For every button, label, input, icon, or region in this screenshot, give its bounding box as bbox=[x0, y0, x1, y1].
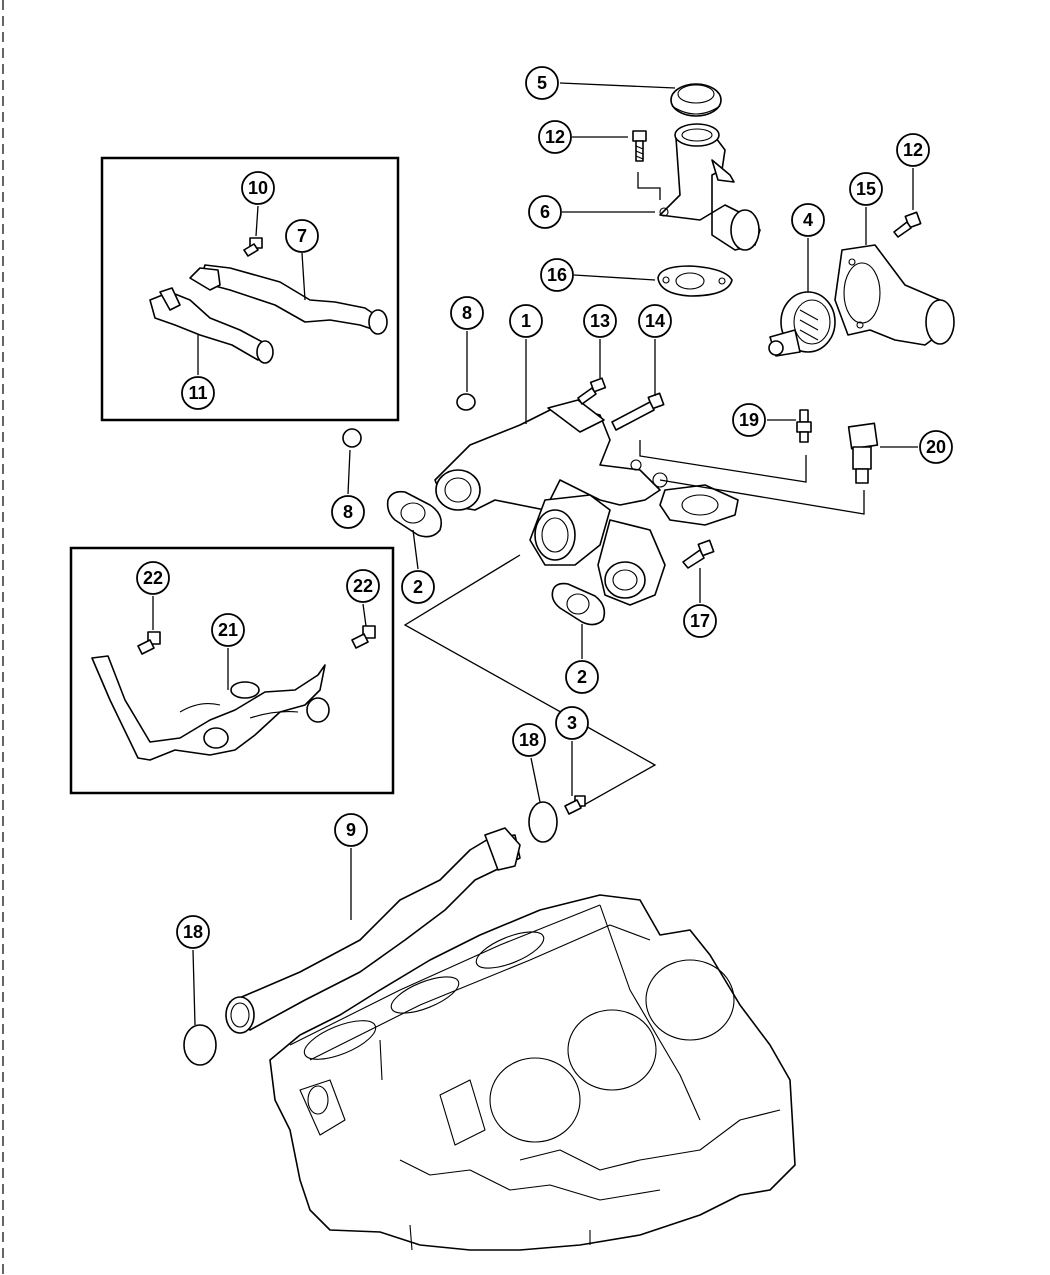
sensor-drawing-20 bbox=[847, 422, 879, 484]
bracket-drawing-21 bbox=[91, 655, 330, 761]
callout-12b: 12 bbox=[896, 133, 930, 167]
bolt-drawing-10 bbox=[243, 237, 263, 257]
thermostat-housing-drawing bbox=[834, 244, 955, 346]
bolt-drawing-12b bbox=[893, 211, 922, 238]
callout-label-8a: 8 bbox=[462, 303, 472, 323]
callout-11: 11 bbox=[181, 376, 215, 410]
callout-21: 21 bbox=[211, 613, 245, 647]
callout-label-6: 6 bbox=[540, 202, 550, 222]
callout-8b: 8 bbox=[331, 495, 365, 529]
callout-5: 5 bbox=[525, 66, 559, 100]
water-pipe-drawing-9 bbox=[225, 827, 521, 1034]
bolt-drawing-12a bbox=[632, 130, 647, 162]
callout-19: 19 bbox=[732, 403, 766, 437]
callout-label-22a: 22 bbox=[143, 568, 163, 588]
sensor-drawing-19 bbox=[796, 409, 812, 443]
callout-18a: 18 bbox=[512, 723, 546, 757]
engine-block-drawing bbox=[269, 894, 796, 1251]
callout-label-4: 4 bbox=[803, 210, 813, 230]
o-ring-drawing-8a bbox=[456, 393, 476, 411]
leader-lines bbox=[152, 82, 918, 1026]
callout-1: 1 bbox=[509, 304, 543, 338]
water-manifold-drawing bbox=[434, 399, 739, 606]
callout-7: 7 bbox=[285, 219, 319, 253]
thermostat-drawing bbox=[768, 291, 836, 357]
bolt-drawing-13 bbox=[577, 377, 607, 405]
callout-22b: 22 bbox=[346, 569, 380, 603]
callout-label-13: 13 bbox=[590, 311, 610, 331]
callout-label-11: 11 bbox=[188, 383, 207, 403]
callout-2a: 2 bbox=[401, 570, 435, 604]
callout-label-2a: 2 bbox=[413, 577, 423, 597]
tube-drawing-7 bbox=[189, 264, 388, 335]
callout-20: 20 bbox=[919, 430, 953, 464]
callout-3: 3 bbox=[555, 706, 589, 740]
callout-label-2b: 2 bbox=[577, 667, 587, 687]
bolt-drawing-22a bbox=[137, 631, 161, 655]
gasket-drawing-2a bbox=[386, 490, 443, 538]
callout-label-15: 15 bbox=[856, 179, 876, 199]
callout-13: 13 bbox=[583, 304, 617, 338]
filler-neck-drawing bbox=[659, 123, 761, 251]
gasket-drawing-16 bbox=[657, 265, 733, 297]
o-ring-drawing-8b bbox=[342, 428, 362, 448]
bolt-drawing-17 bbox=[682, 539, 715, 569]
tube-drawing-11 bbox=[149, 287, 274, 364]
callout-label-1: 1 bbox=[521, 311, 531, 331]
radiator-cap-drawing bbox=[670, 83, 722, 117]
callout-16: 16 bbox=[540, 258, 574, 292]
inset-frame-tubes bbox=[100, 156, 400, 422]
callout-label-3: 3 bbox=[567, 713, 577, 733]
bolt-drawing-14 bbox=[611, 392, 665, 431]
callout-label-9: 9 bbox=[346, 820, 356, 840]
inset-frame-bracket bbox=[69, 546, 395, 795]
callout-label-10: 10 bbox=[248, 178, 268, 198]
callout-label-14: 14 bbox=[645, 311, 665, 331]
callout-17: 17 bbox=[683, 604, 717, 638]
callout-15: 15 bbox=[849, 172, 883, 206]
callout-label-5: 5 bbox=[537, 73, 547, 93]
gasket-drawing-2b bbox=[551, 582, 606, 626]
callout-12a: 12 bbox=[538, 120, 572, 154]
callout-18b: 18 bbox=[176, 915, 210, 949]
bolt-guide-line bbox=[637, 172, 661, 200]
callout-9: 9 bbox=[334, 813, 368, 847]
callout-8a: 8 bbox=[450, 296, 484, 330]
sensor-19-guide bbox=[639, 440, 807, 483]
callout-label-8b: 8 bbox=[343, 502, 353, 522]
callout-label-12a: 12 bbox=[545, 127, 565, 147]
callout-10: 10 bbox=[241, 171, 275, 205]
sensor-20-guide bbox=[659, 479, 865, 515]
callout-label-16: 16 bbox=[547, 265, 567, 285]
callout-label-7: 7 bbox=[297, 226, 307, 246]
callout-label-22b: 22 bbox=[353, 576, 373, 596]
callout-4: 4 bbox=[791, 203, 825, 237]
callout-6: 6 bbox=[528, 195, 562, 229]
callout-14: 14 bbox=[638, 304, 672, 338]
callout-label-19: 19 bbox=[739, 410, 759, 430]
callout-label-17: 17 bbox=[690, 611, 710, 631]
o-ring-drawing-18b bbox=[183, 1024, 217, 1066]
callout-label-20: 20 bbox=[926, 437, 946, 457]
o-ring-drawing-18a bbox=[528, 801, 558, 843]
bolt-drawing-22b bbox=[351, 625, 376, 649]
callout-label-18b: 18 bbox=[183, 922, 203, 942]
callout-label-18a: 18 bbox=[519, 730, 539, 750]
bolt-drawing-3 bbox=[564, 795, 586, 815]
callout-2b: 2 bbox=[565, 660, 599, 694]
callout-22a: 22 bbox=[136, 561, 170, 595]
callout-label-21: 21 bbox=[218, 620, 238, 640]
callout-label-12b: 12 bbox=[903, 140, 923, 160]
